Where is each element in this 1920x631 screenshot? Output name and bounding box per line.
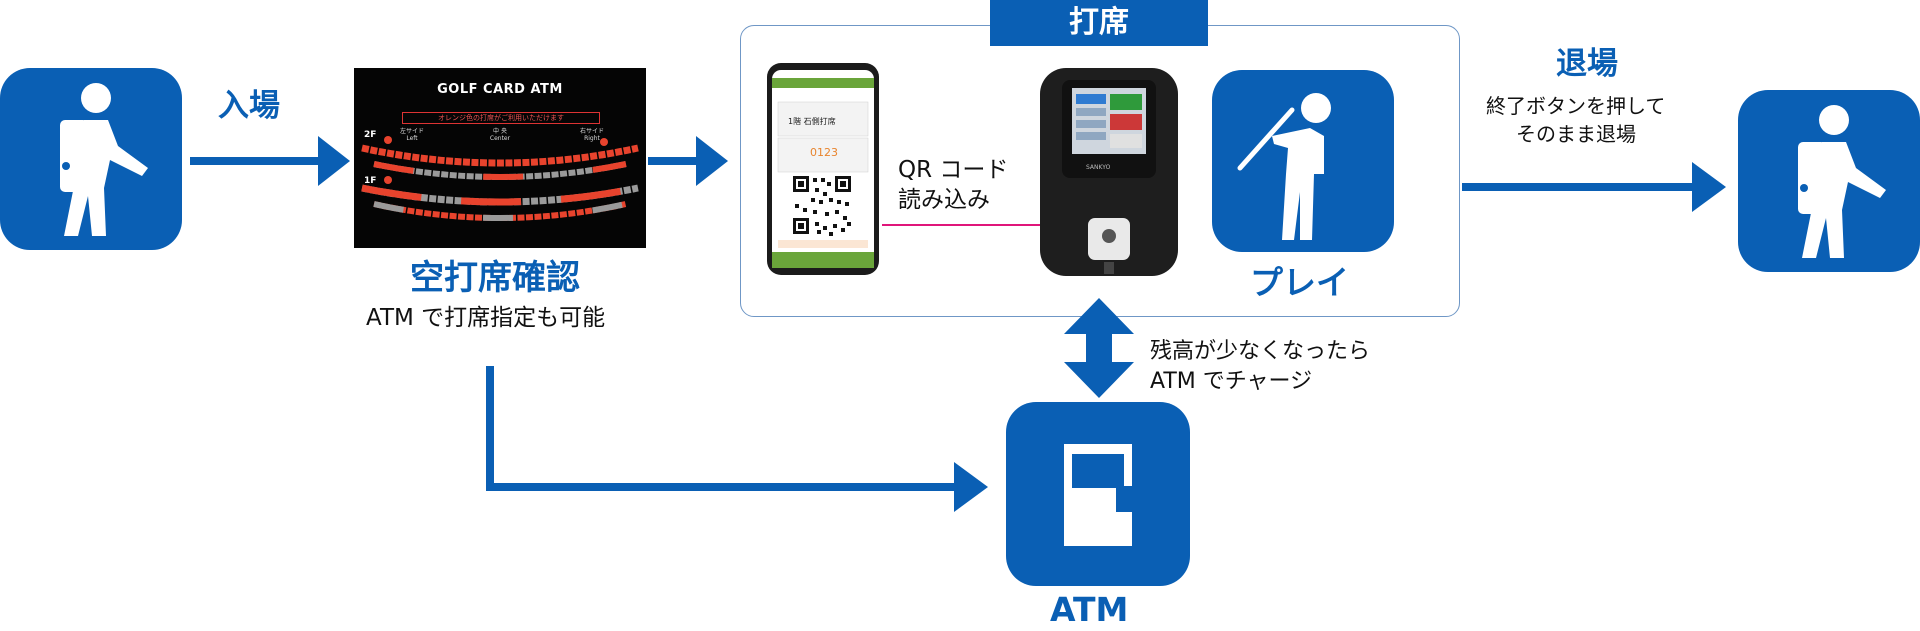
exit-label: 退場 (1556, 46, 1618, 82)
terminal-brand: SANKYO (1086, 164, 1111, 171)
enter-label: 入場 (218, 88, 280, 124)
charge-desc-line1: 残高が少なくなったら (1150, 339, 1371, 364)
qr-code (791, 174, 853, 236)
seat-check-subtitle: ATM で打席指定も可能 (366, 305, 606, 331)
exit-desc-line1: 終了ボタンを押して (1486, 94, 1666, 118)
zone-right-label: 右サイド Right (579, 128, 604, 142)
play-tile (1212, 70, 1394, 252)
person-standing-icon (60, 83, 148, 236)
atm-screen-banner: オレンジ色の打席がご利用いただけます (402, 112, 600, 124)
qr-pointer-line (882, 224, 1096, 226)
arrow-check-to-booth (648, 157, 698, 165)
arrow-enter-to-check (190, 157, 320, 165)
arrow-head-exit (1692, 162, 1726, 212)
floor-2f-label: 2F (364, 130, 377, 140)
qr-label-line2: 読み込み (898, 187, 990, 213)
qr-label-line1: QR コード (898, 157, 1009, 183)
zone-center-label: 中 央 Center (489, 128, 511, 142)
arrow-check-to-atm-horizontal (486, 483, 956, 491)
atm-screen-title: GOLF CARD ATM (437, 82, 563, 97)
seat-map-screen: GOLF CARD ATM オレンジ色の打席がご利用いただけます 左サイド Le… (354, 68, 646, 248)
bay-row-1f-lower-overlay (373, 201, 627, 221)
arrow-check-to-atm-vertical (486, 366, 494, 491)
bay-row-2f-upper (361, 144, 639, 167)
atm-machine-icon (1064, 444, 1132, 546)
seat-map (361, 136, 639, 221)
phone-number: 0123 (810, 146, 838, 159)
double-arrow-booth-atm (1064, 298, 1134, 398)
golfer-icon (1237, 93, 1331, 240)
person-standing-icon (1798, 105, 1886, 258)
atm-label: ATM (1050, 590, 1129, 629)
bay-row-1f-upper-overlay (361, 184, 639, 206)
play-label: プレイ (1250, 263, 1349, 302)
bay-row-2f-lower-overlay (373, 161, 627, 180)
arrow-head-enter (318, 136, 350, 186)
arrow-booth-to-exit (1462, 183, 1694, 191)
exit-tile (1738, 90, 1920, 272)
exit-desc-line2: そのまま退場 (1516, 122, 1636, 146)
charge-desc-line2: ATM でチャージ (1150, 369, 1313, 394)
zone-left-label: 左サイド Left (399, 128, 424, 142)
enter-tile (0, 68, 182, 250)
smartphone-qr: 1階 石側打席 0123 (766, 62, 880, 276)
qr-reader-terminal: SANKYO (1038, 66, 1180, 280)
arrow-head-atm (954, 462, 988, 512)
floor-1f-label: 1F (364, 176, 377, 186)
booth-tab-label: 打席 (990, 0, 1208, 46)
seat-check-title: 空打席確認 (410, 258, 580, 298)
arrow-head-booth (696, 136, 728, 186)
phone-floor-bay: 1階 石側打席 (788, 117, 836, 126)
atm-tile (1006, 402, 1190, 586)
